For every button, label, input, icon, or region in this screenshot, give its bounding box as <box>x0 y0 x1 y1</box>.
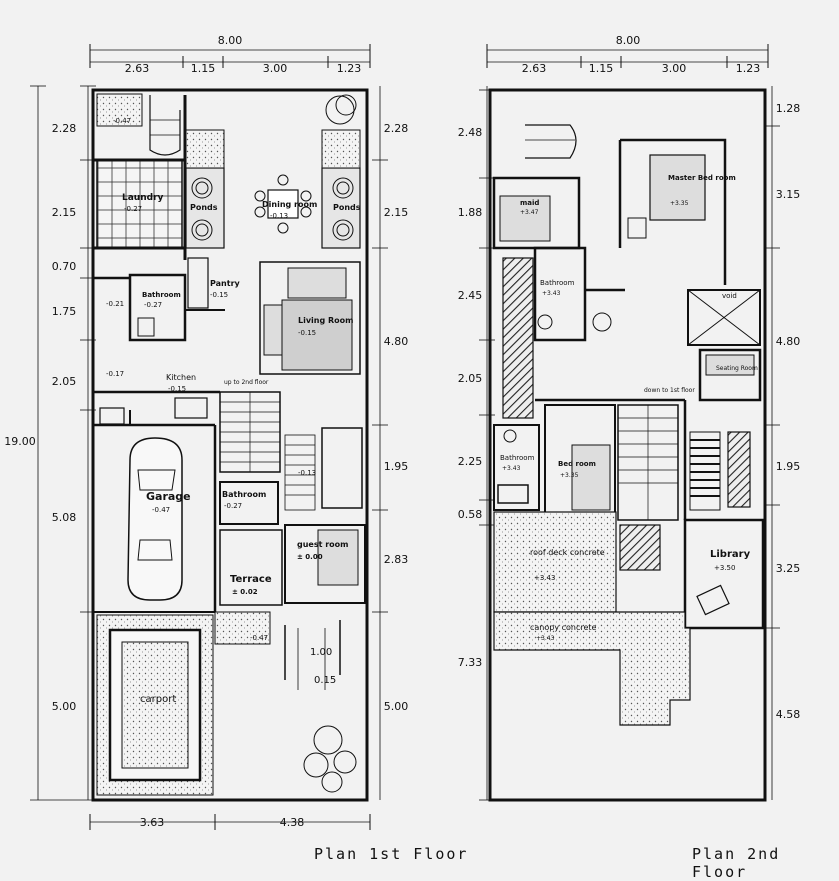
p2-top-seg: 1.23 <box>736 62 761 75</box>
p2-top-seg: 2.63 <box>522 62 547 75</box>
p2-right-seg: 1.28 <box>776 102 801 115</box>
p2-top-total: 8.00 <box>616 34 641 47</box>
p1-garage: Garage <box>146 490 191 503</box>
p2-left-seg: 0.58 <box>458 508 483 521</box>
p2-right-seg: 3.25 <box>776 562 801 575</box>
p2-left-seg: 7.33 <box>458 656 483 669</box>
p2-void: void <box>722 292 737 300</box>
p2-down: down to 1st floor <box>644 387 695 394</box>
p1-lvl-021: -0.21 <box>106 300 124 308</box>
p1-lvl-top: -0.47 <box>113 117 131 125</box>
p2-canopy-lvl: +3.43 <box>536 635 555 642</box>
p1-bath2: Bathroom <box>222 490 266 499</box>
p1-stair-width: 1.00 <box>310 647 332 658</box>
p1-left-seg: 0.70 <box>52 260 77 273</box>
p1-guest: guest room <box>297 540 349 549</box>
p2-maid-lvl: +3.47 <box>520 209 539 216</box>
p2-library-lvl: +3.50 <box>714 564 735 572</box>
p2-seating: Seating Room <box>716 365 758 372</box>
p1-left-seg: 2.15 <box>52 206 77 219</box>
p1-laundry: Laundry <box>122 193 164 203</box>
p2-bath2: Bathroom <box>500 454 535 462</box>
p1-terrace-lvl: ± 0.02 <box>232 588 258 596</box>
p1-lvl-047: -0.47 <box>250 634 268 642</box>
p1-left-seg: 5.08 <box>52 511 77 524</box>
p2-maid: maid <box>520 199 539 207</box>
p1-terrace: Terrace <box>230 574 272 585</box>
p2-right-seg: 4.58 <box>776 708 801 721</box>
p1-step: 0.15 <box>314 675 336 686</box>
p1-bottom-seg: 3.63 <box>140 816 165 829</box>
p2-right-seg: 4.80 <box>776 335 801 348</box>
p2-master-lvl: +3.35 <box>670 200 689 207</box>
p2-left-seg: 2.48 <box>458 126 483 139</box>
plan-2nd-floor-caption: Plan 2nd Floor <box>692 845 781 881</box>
p2-roof-lvl: +3.43 <box>534 574 555 582</box>
p2-bath-lvl: +3.43 <box>542 290 561 297</box>
p1-lvl-013: -0.13 <box>298 469 316 477</box>
p2-left-seg: 1.88 <box>458 206 483 219</box>
p2-canopy: canopy concrete <box>530 623 597 632</box>
p1-kitchen-lvl: -0.15 <box>168 385 186 393</box>
p1-right-seg: 1.95 <box>384 460 409 473</box>
p1-guest-lvl: ± 0.00 <box>297 553 323 561</box>
p2-roof: roof deck concrete <box>530 548 605 557</box>
p1-bath: Bathroom <box>142 291 181 299</box>
p2-bath2-lvl: +3.43 <box>502 465 521 472</box>
p2-top-seg: 3.00 <box>662 62 687 75</box>
p2-top-seg: 1.15 <box>589 62 614 75</box>
p1-right-seg: 2.28 <box>384 122 409 135</box>
p1-left-seg: 5.00 <box>52 700 77 713</box>
p1-left-seg: 1.75 <box>52 305 77 318</box>
p2-left-seg: 2.45 <box>458 289 483 302</box>
p1-pond-right: Ponds <box>333 203 361 212</box>
p1-lvl-017: -0.17 <box>106 370 124 378</box>
p1-left-seg: 2.28 <box>52 122 77 135</box>
p2-right-seg: 3.15 <box>776 188 801 201</box>
p2-bed-lvl: +3.35 <box>560 472 579 479</box>
plan-1st-floor-caption: Plan 1st Floor <box>314 845 469 863</box>
p1-bath-lvl: -0.27 <box>144 301 162 309</box>
p1-dining: Dining room <box>262 200 317 209</box>
p1-up: up to 2nd floor <box>224 379 269 386</box>
p1-pond-left: Ponds <box>190 203 218 212</box>
p1-pantry: Pantry <box>210 279 241 288</box>
p1-left-total: 19.00 <box>4 435 36 448</box>
plan-1st-floor <box>30 44 388 830</box>
p1-right-seg: 2.15 <box>384 206 409 219</box>
p2-left-seg: 2.05 <box>458 372 483 385</box>
p1-carport: carport <box>140 694 176 705</box>
p1-top-seg: 1.23 <box>337 62 362 75</box>
p1-left-seg: 2.05 <box>52 375 77 388</box>
p1-kitchen: Kitchen <box>166 373 196 382</box>
p1-right-seg: 2.83 <box>384 553 409 566</box>
p1-bottom-seg: 4.38 <box>280 816 305 829</box>
p1-top-seg: 3.00 <box>263 62 288 75</box>
p1-garage-lvl: -0.47 <box>152 506 170 514</box>
p1-top-seg: 2.63 <box>125 62 150 75</box>
p1-pantry-lvl: -0.15 <box>210 291 228 299</box>
p1-dining-lvl: -0.13 <box>270 212 288 220</box>
p2-master: Master Bed room <box>668 174 736 182</box>
p1-bath2-lvl: -0.27 <box>224 502 242 510</box>
p2-library: Library <box>710 549 751 560</box>
p1-laundry-lvl: -0.27 <box>124 205 142 213</box>
p2-bed: Bed room <box>558 460 596 468</box>
p1-top-seg: 1.15 <box>191 62 216 75</box>
p2-bath: Bathroom <box>540 279 575 287</box>
p1-right-seg: 4.80 <box>384 335 409 348</box>
plan-2nd-floor <box>479 44 780 802</box>
p1-living: Living Room <box>298 316 354 325</box>
p1-living-lvl: -0.15 <box>298 329 316 337</box>
p1-top-total: 8.00 <box>218 34 243 47</box>
p2-left-seg: 2.25 <box>458 455 483 468</box>
p2-right-seg: 1.95 <box>776 460 801 473</box>
p1-right-seg: 5.00 <box>384 700 409 713</box>
